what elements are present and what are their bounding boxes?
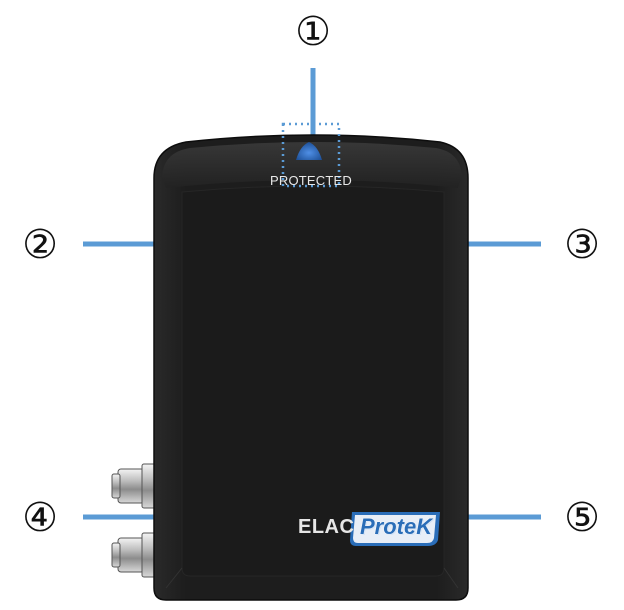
callout-2: ② xyxy=(22,222,58,268)
callout-5: ⑤ xyxy=(564,495,600,541)
led-indicator xyxy=(281,122,341,188)
callout-4: ④ xyxy=(22,495,58,541)
callout-3: ③ xyxy=(564,222,600,268)
protek-logo-badge xyxy=(350,512,440,546)
connector-lower xyxy=(111,532,157,578)
device-body xyxy=(153,134,469,601)
product-name-protek: ProteK xyxy=(360,514,433,539)
bnc-connectors xyxy=(111,463,157,578)
callout-1: ① xyxy=(295,9,331,55)
brand-name-elac: ELAC xyxy=(298,516,355,538)
connector-upper xyxy=(111,463,157,509)
protected-status-label: PROTECTED xyxy=(270,173,352,188)
led-highlight-box xyxy=(281,122,341,188)
